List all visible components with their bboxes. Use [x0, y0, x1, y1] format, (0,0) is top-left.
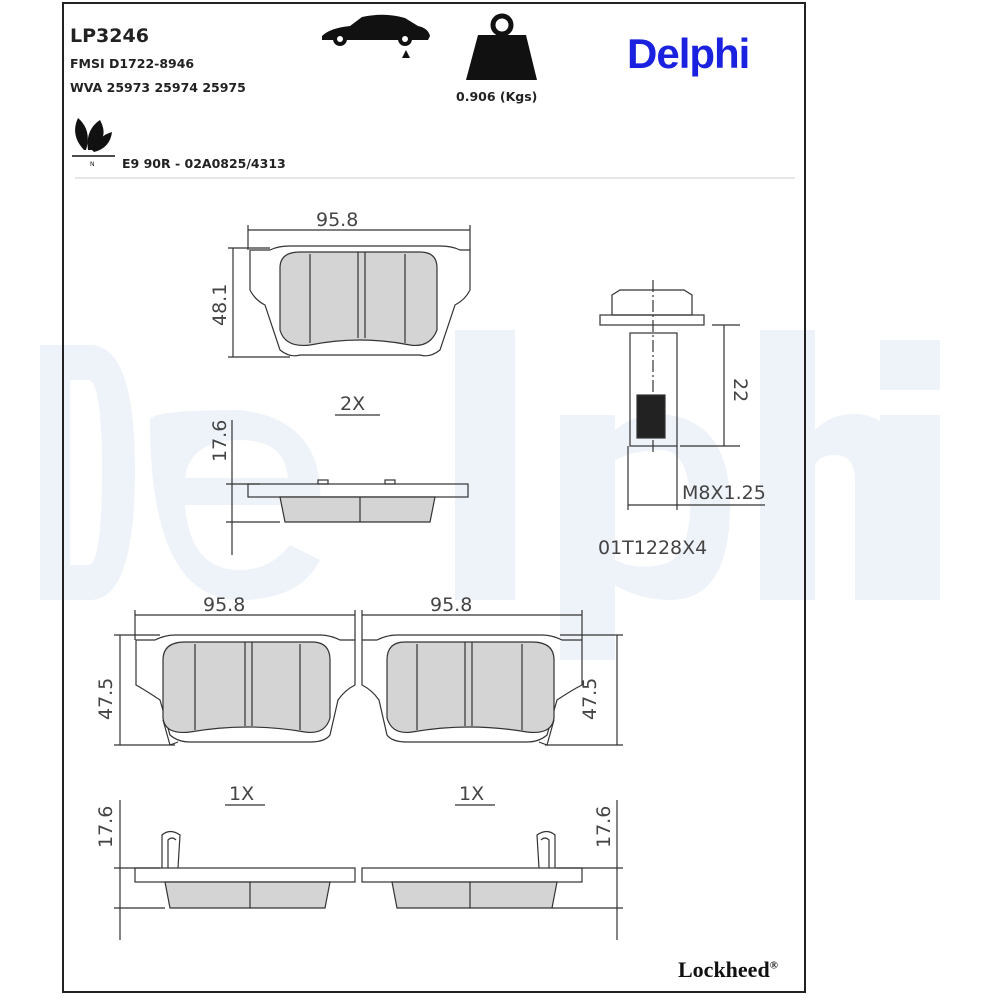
right-pad-side-view — [361, 800, 623, 940]
part-number: LP3246 — [70, 25, 149, 47]
left-pad-thickness-label: 17.6 — [95, 806, 117, 848]
eco-leaf-icon: N — [72, 118, 115, 168]
drawing-frame — [62, 2, 806, 993]
weight-label: 0.906 (Kgs) — [456, 89, 538, 104]
right-pad-thickness-label: 17.6 — [593, 806, 615, 848]
fmsi-code: FMSI D1722-8946 — [70, 56, 195, 71]
car-icon — [322, 14, 430, 58]
wva-codes: WVA 25973 25974 25975 — [70, 80, 246, 95]
left-pad-width-label: 95.8 — [203, 594, 245, 616]
left-pad-side-view — [114, 800, 356, 940]
bolt-length-label: 22 — [729, 378, 751, 402]
top-pad-front-view — [228, 225, 471, 416]
right-pad-width-label: 95.8 — [430, 594, 472, 616]
right-pad-qty-label: 1X — [459, 783, 484, 805]
bolt-code-label: 01T1228X4 — [598, 537, 707, 559]
left-pad-height-label: 47.5 — [95, 678, 117, 720]
eco-label: N — [90, 161, 95, 168]
lockheed-logo: Lockheed® — [678, 957, 778, 983]
bolt-drawing — [599, 280, 765, 510]
registered-mark: ® — [769, 959, 778, 972]
top-pad-width-label: 95.8 — [316, 209, 358, 231]
top-pad-qty-label: 2X — [340, 393, 365, 415]
top-pad-side-view — [226, 420, 469, 555]
right-pad-front-view — [361, 610, 623, 806]
top-pad-thickness-label: 17.6 — [209, 420, 231, 462]
delphi-logo: Delphi — [627, 30, 750, 77]
top-pad-height-label: 48.1 — [209, 284, 231, 326]
left-pad-front-view — [114, 610, 356, 806]
left-pad-qty-label: 1X — [229, 783, 254, 805]
approval-code: E9 90R - 02A0825/4313 — [122, 156, 286, 171]
lockheed-text: Lockheed — [678, 957, 770, 982]
right-pad-height-label: 47.5 — [579, 678, 601, 720]
weight-icon — [466, 13, 537, 80]
bolt-thread-label: M8X1.25 — [682, 482, 766, 504]
